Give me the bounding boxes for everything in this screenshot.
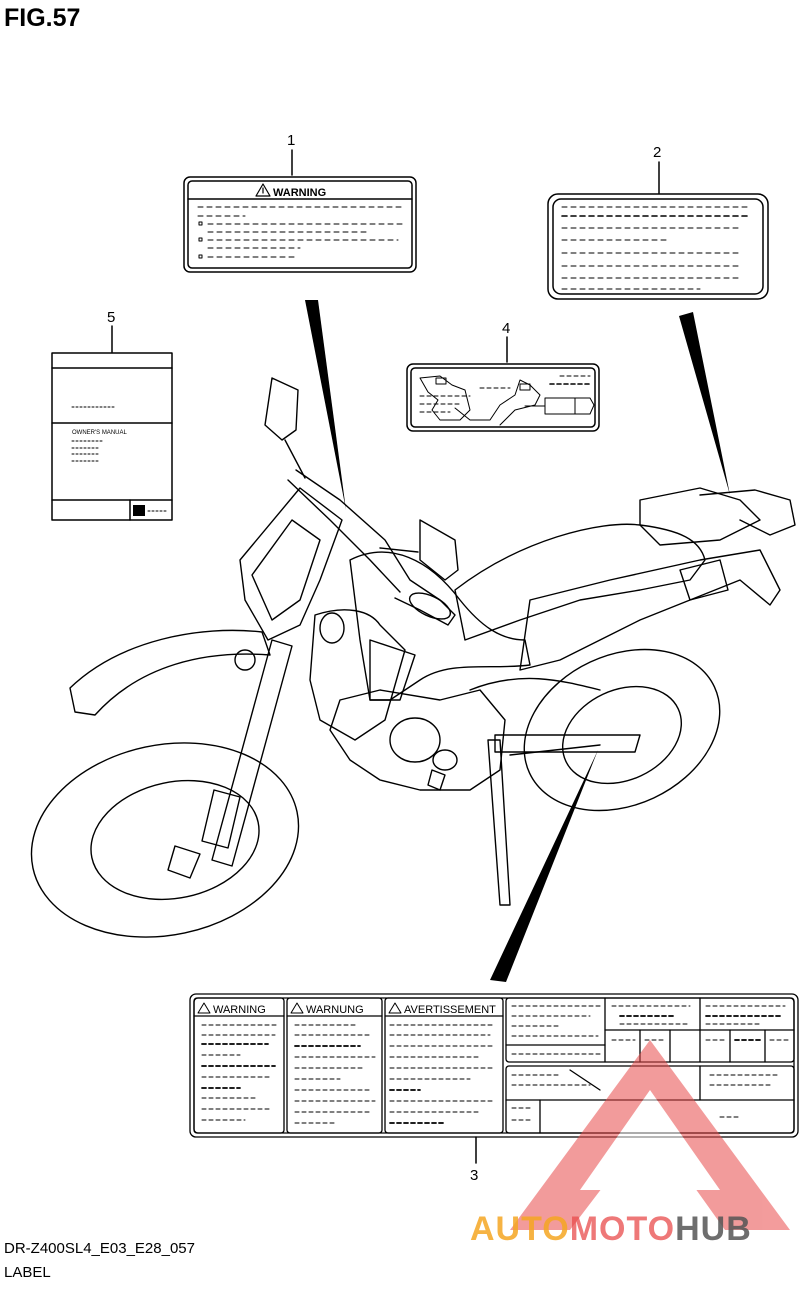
label-1-heading: WARNING: [273, 187, 326, 199]
callout-5: 5: [107, 309, 115, 326]
callout-2: 2: [653, 144, 661, 161]
callout-4: 4: [502, 320, 510, 337]
automotohub-watermark: AUTOMOTOHUB: [470, 1040, 790, 1248]
label-5-manual-text: OWNER'S MANUAL: [72, 430, 127, 436]
figure-title: FIG.57: [4, 4, 81, 32]
label-2[interactable]: [547, 161, 769, 300]
callout-3: 3: [470, 1167, 478, 1184]
watermark-auto: AUTO: [470, 1210, 570, 1248]
callout-1: 1: [287, 132, 295, 149]
svg-text:AUTOMOTOHUB: AUTOMOTOHUB: [470, 1210, 752, 1248]
label-3-heading-fr: AVERTISSEMENT: [404, 1004, 496, 1016]
label-3-heading-en: WARNING: [213, 1004, 266, 1016]
label-5-owners-manual[interactable]: OWNER'S MANUAL: [51, 325, 173, 521]
figure-caption: LABEL: [4, 1264, 51, 1281]
motorcycle-illustration: [30, 377, 796, 938]
watermark-hub: HUB: [675, 1210, 752, 1248]
label-3-heading-de: WARNUNG: [306, 1004, 364, 1016]
label-1-warning[interactable]: WARNING: [183, 149, 417, 273]
model-code: DR-Z400SL4_E03_E28_057: [4, 1240, 195, 1257]
label-4[interactable]: [406, 336, 600, 432]
watermark-moto: MOTO: [570, 1210, 675, 1248]
